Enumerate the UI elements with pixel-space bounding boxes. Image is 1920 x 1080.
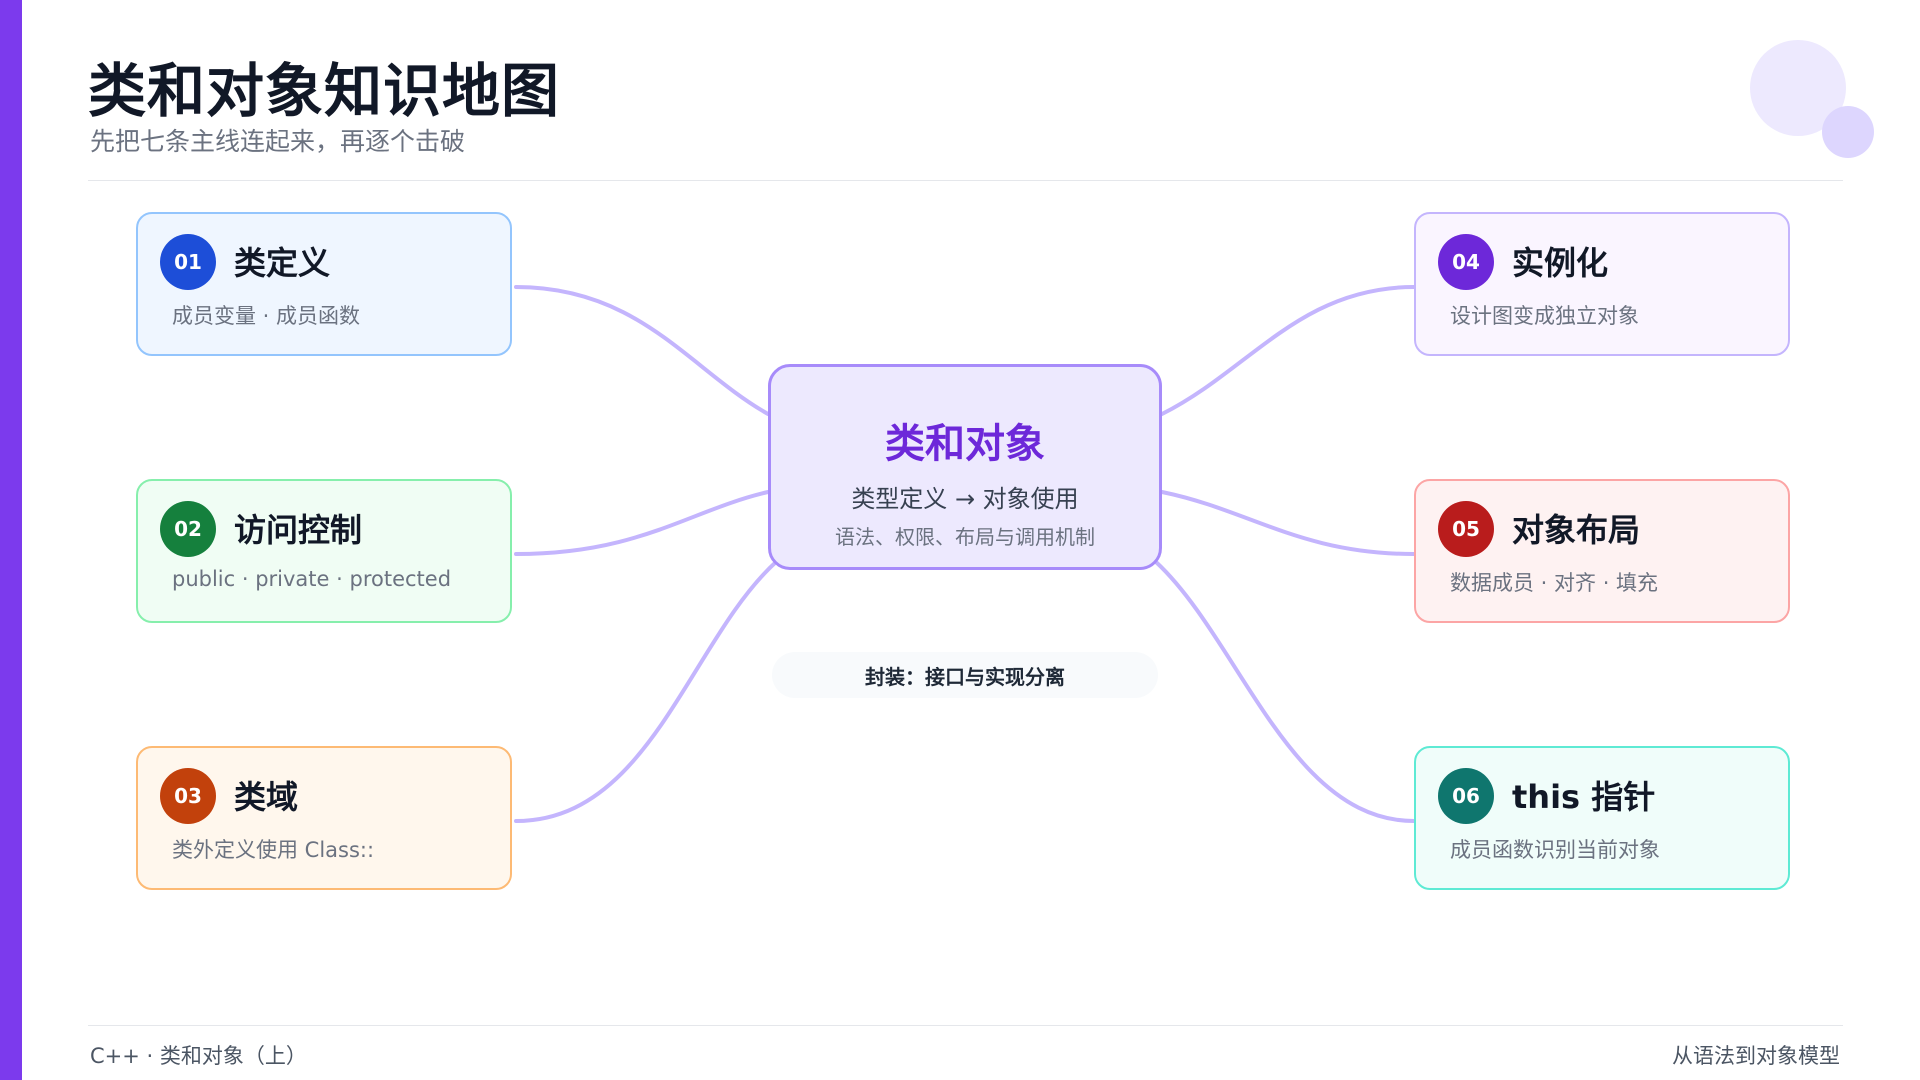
center-node-subtitle: 类型定义 → 对象使用	[851, 485, 1079, 513]
node-number-badge: 05	[1438, 501, 1494, 557]
page-subtitle: 先把七条主线连起来，再逐个击破	[90, 127, 466, 156]
accent-bar	[0, 0, 22, 1080]
node-number-badge: 02	[160, 501, 216, 557]
center-node-title: 类和对象	[885, 421, 1045, 467]
center-node-detail: 语法、权限、布局与调用机制	[835, 525, 1095, 549]
connector-01	[514, 285, 770, 416]
node-number-badge: 01	[160, 234, 216, 290]
node-card-this-pointer: 06 this 指针 成员函数识别当前对象	[1414, 746, 1790, 890]
node-card-instantiation: 04 实例化 设计图变成独立对象	[1414, 212, 1790, 356]
node-card-class-definition: 01 类定义 成员变量 · 成员函数	[136, 212, 512, 356]
page-title: 类和对象知识地图	[88, 57, 561, 125]
node-title: 实例化	[1512, 244, 1609, 282]
node-description: 成员函数识别当前对象	[1450, 838, 1660, 862]
node-title: 类域	[234, 778, 299, 816]
node-title: 访问控制	[234, 511, 363, 549]
node-description: 类外定义使用 Class::	[172, 838, 375, 862]
encapsulation-pill: 封装：接口与实现分离	[772, 652, 1158, 698]
footer-course-label: C++ · 类和对象（上）	[90, 1044, 307, 1068]
node-description: 设计图变成独立对象	[1450, 304, 1639, 328]
node-description: 成员变量 · 成员函数	[172, 304, 361, 328]
node-description: public · private · protected	[172, 567, 452, 591]
node-number-badge: 04	[1438, 234, 1494, 290]
header-divider	[88, 180, 1843, 181]
footer-tagline: 从语法到对象模型	[1672, 1044, 1840, 1068]
connector-05	[1160, 490, 1416, 556]
node-number-badge: 03	[160, 768, 216, 824]
node-card-access-control: 02 访问控制 public · private · protected	[136, 479, 512, 623]
connector-02	[514, 490, 770, 556]
node-description: 数据成员 · 对齐 · 填充	[1450, 571, 1659, 595]
node-title: this 指针	[1512, 778, 1656, 816]
node-number-badge: 06	[1438, 768, 1494, 824]
node-card-object-layout: 05 对象布局 数据成员 · 对齐 · 填充	[1414, 479, 1790, 623]
connector-03	[514, 560, 778, 823]
node-card-class-scope: 03 类域 类外定义使用 Class::	[136, 746, 512, 890]
connector-04	[1160, 285, 1416, 416]
connector-06	[1154, 560, 1416, 823]
node-title: 类定义	[234, 244, 331, 282]
footer-divider	[88, 1025, 1843, 1026]
node-title: 对象布局	[1512, 511, 1641, 549]
center-node: 类和对象 类型定义 → 对象使用 语法、权限、布局与调用机制	[768, 364, 1162, 570]
decorative-circle-small	[1822, 106, 1874, 158]
